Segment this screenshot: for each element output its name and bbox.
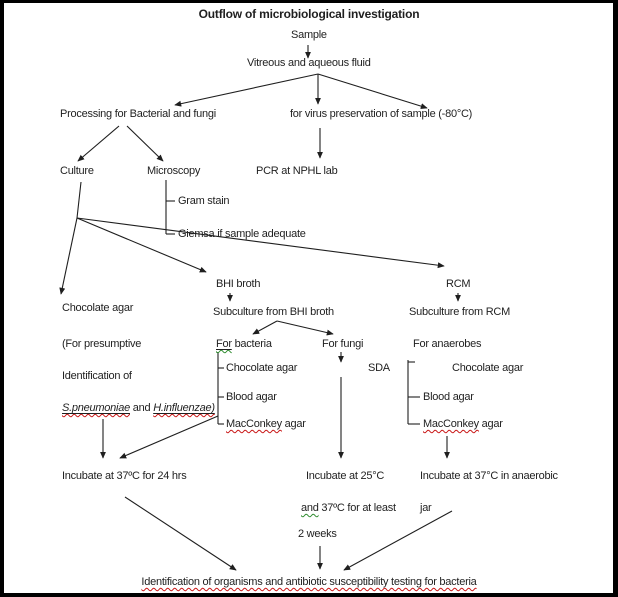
node-incubate-37-anaerobic: Incubate at 37°C in anaerobic — [420, 470, 558, 482]
node-conclusion: Identification of organisms and antibiot… — [141, 576, 477, 588]
node-gram-stain: Gram stain — [178, 195, 230, 207]
node-anaerobe-blood-agar: Blood agar — [423, 391, 474, 403]
node-sda: SDA — [368, 362, 390, 374]
for-bacteria-underlined-word: For — [216, 338, 232, 350]
node-chocolate-agar-left: Chocolate agar — [62, 302, 134, 314]
node-vitreous-aqueous-fluid: Vitreous and aqueous fluid — [247, 57, 371, 69]
node-bacteria-blood-agar: Blood agar — [226, 391, 277, 403]
node-and-37-at-least: and 37ºC for at least — [301, 502, 396, 514]
node-bhi-broth: BHI broth — [216, 278, 261, 290]
node-processing-bacteria-fungi: Processing for Bacterial and fungi — [60, 108, 216, 120]
node-incubate-37-24hrs: Incubate at 37ºC for 24 hrs — [62, 470, 187, 482]
node-incubate-25: Incubate at 25°C — [306, 470, 385, 482]
node-subculture-bhi: Subculture from BHI broth — [213, 306, 334, 318]
node-microscopy: Microscopy — [147, 165, 201, 177]
node-species-line: S.pneumoniae and H.influenzae) — [62, 402, 215, 415]
diagram-title: Outflow of microbiological investigation — [198, 7, 420, 21]
species-pneumoniae: S.pneumoniae — [62, 402, 130, 414]
node-for-presumptive: (For presumptive — [62, 338, 142, 350]
species-and: and — [132, 402, 151, 414]
node-culture: Culture — [60, 165, 94, 177]
node-anaerobe-chocolate-agar: Chocolate agar — [452, 362, 524, 374]
node-giemsa: Giemsa if sample adequate — [178, 228, 306, 240]
node-pcr-nphl: PCR at NPHL lab — [256, 165, 338, 177]
node-for-fungi: For fungi — [322, 338, 364, 350]
node-bacteria-macconkey-agar: MacConkey agar — [226, 418, 306, 430]
node-anaerobe-macconkey-agar: MacConkey agar — [423, 418, 503, 430]
node-two-weeks: 2 weeks — [298, 528, 337, 540]
node-for-bacteria: For bacteria — [216, 338, 272, 350]
node-rcm: RCM — [446, 278, 471, 290]
species-influenzae: H.influenzae) — [153, 402, 215, 414]
node-subculture-rcm: Subculture from RCM — [409, 306, 511, 318]
node-virus-preservation: for virus preservation of sample (-80°C) — [290, 108, 473, 120]
node-for-anaerobes: For anaerobes — [413, 338, 482, 350]
node-identification-of: Identification of — [62, 370, 132, 382]
node-sample: Sample — [291, 29, 327, 41]
node-jar: jar — [420, 502, 432, 514]
node-bacteria-chocolate-agar: Chocolate agar — [226, 362, 298, 374]
